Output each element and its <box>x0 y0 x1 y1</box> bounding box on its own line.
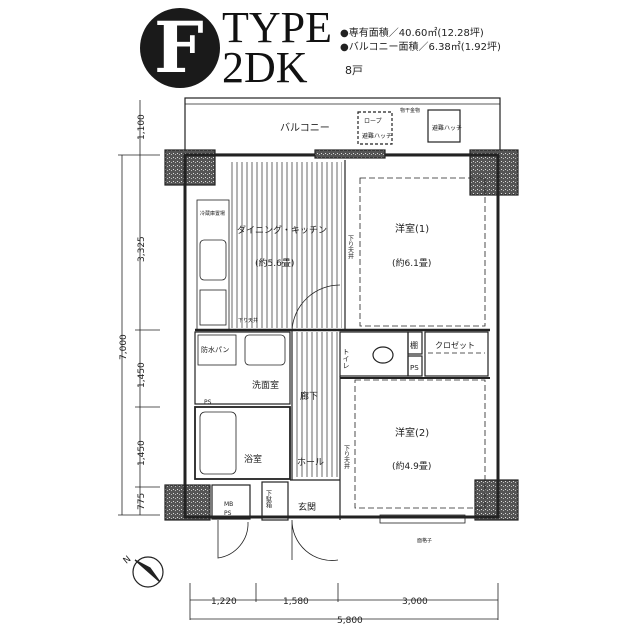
dim-h-2: 1,580 <box>283 597 309 607</box>
compass-north: N <box>122 554 134 566</box>
washroom-label: 洗面室 <box>252 379 279 391</box>
shoebox <box>261 481 289 521</box>
drying-hardware-label: 物干金物 <box>400 107 420 114</box>
layout-type: 2DK <box>222 43 308 92</box>
lowered-ceiling-1: 下り天井 <box>347 235 354 260</box>
balcony-label: バルコニー <box>280 122 330 134</box>
bathroom <box>194 406 291 480</box>
dim-h-1: 1,220 <box>211 597 237 607</box>
mb-ps <box>211 484 251 520</box>
lowered-ceiling-2: 下り天井 <box>343 445 350 470</box>
dining-kitchen <box>230 162 342 328</box>
grille-label: 面格子 <box>417 537 432 544</box>
ps-label-2: PS <box>204 399 212 406</box>
mb-ps-label: PS <box>224 510 232 517</box>
type-letter: F <box>154 6 204 89</box>
entrance-label: 玄関 <box>298 501 316 513</box>
toilet-label: トイレ <box>342 348 350 369</box>
dk-label: ダイニング・キッチン <box>237 224 327 236</box>
western2-label: 洋室(2) <box>395 426 429 439</box>
western1-size: (約6.1畳) <box>392 257 431 269</box>
dim-h-3: 3,000 <box>402 597 428 607</box>
evacuation-hatch-1 <box>357 111 393 145</box>
corridor-label: 廊下 <box>300 390 318 402</box>
waterproof-pan <box>197 334 237 366</box>
ps-label: PS <box>410 364 419 372</box>
dim-v-5: 775 <box>137 493 147 510</box>
western2-size: (約4.9畳) <box>392 460 431 472</box>
type-badge: F <box>140 6 220 89</box>
unit-count: 8戸 <box>345 64 363 77</box>
dim-v-total: 7,000 <box>119 334 129 360</box>
dimension-lines <box>118 100 499 620</box>
bath-label: 浴室 <box>244 453 262 465</box>
corridor <box>292 332 338 477</box>
western1-label: 洋室(1) <box>395 222 429 235</box>
evacuation-hatch-2 <box>427 109 461 143</box>
dim-v-3: 1,450 <box>137 362 147 388</box>
fridge-space-label: 冷蔵庫置場 <box>200 210 225 217</box>
shelf <box>407 331 423 355</box>
dim-h-total: 5,800 <box>337 616 363 626</box>
closet-label: クロゼット <box>435 340 475 350</box>
column <box>164 484 211 521</box>
hatch1-label: 避難ハッチ <box>362 132 392 140</box>
rope-label: ロープ <box>364 118 382 125</box>
toilet <box>339 331 409 377</box>
hatch2-label: 避難ハッチ <box>432 124 462 132</box>
dim-v-2: 3,325 <box>137 236 147 262</box>
closet <box>424 331 489 377</box>
dim-v-4: 1,450 <box>137 440 147 466</box>
western-room-2 <box>354 379 486 509</box>
western-room-1 <box>359 177 486 327</box>
mb-door <box>217 520 249 559</box>
north-arrow-icon <box>134 559 161 583</box>
shoebox-label: 下駄箱 <box>265 490 272 509</box>
hall-label: ホール <box>297 457 324 468</box>
exclusive-area: ●専有面積／40.60㎡(12.28坪) <box>340 28 484 39</box>
shelf-label: 棚 <box>410 340 418 350</box>
entrance-door <box>291 519 339 561</box>
dk-size: (約5.6畳) <box>255 257 294 269</box>
column <box>469 149 519 196</box>
washroom <box>194 331 291 405</box>
type-word: TYPE <box>222 3 332 52</box>
compass <box>132 556 164 588</box>
balcony-area: ●バルコニー面積／6.38㎡(1.92坪) <box>340 42 501 53</box>
dim-v-1: 1,100 <box>137 114 147 140</box>
window-grille <box>379 514 466 524</box>
waterproof-pan-label: 防水パン <box>201 345 229 354</box>
lowered-ceiling-3: 下り天井 <box>238 317 258 324</box>
ps-box <box>407 355 423 377</box>
mb-label: MB <box>224 501 233 508</box>
